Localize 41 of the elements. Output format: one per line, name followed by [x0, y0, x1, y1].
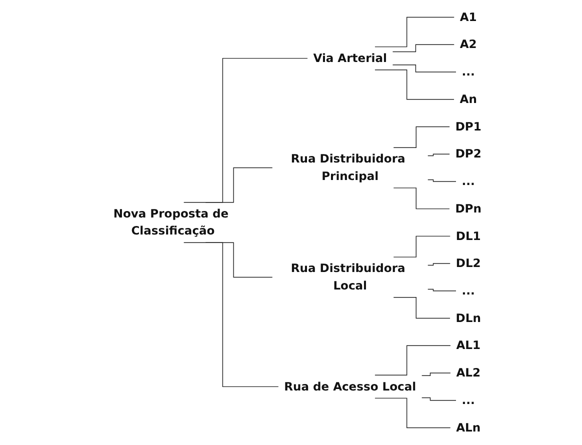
node-text: DPn — [455, 202, 482, 216]
node-text: DLn — [456, 311, 481, 325]
connector — [427, 179, 456, 182]
connector — [393, 126, 450, 148]
node-text: DL1 — [456, 228, 481, 243]
connector — [374, 345, 451, 376]
node-text: Rua Distribuidora Local — [290, 261, 406, 292]
connector — [392, 44, 454, 52]
node-text: An — [460, 92, 477, 106]
connector — [374, 398, 450, 428]
node-text: Nova Proposta de Classificação — [113, 206, 228, 238]
node-text: Rua de Acesso Local — [284, 379, 416, 394]
connector — [393, 188, 450, 210]
connector — [374, 16, 454, 48]
node-text: ALn — [456, 420, 480, 434]
connector — [374, 69, 454, 100]
node-text: ... — [462, 64, 475, 78]
node-text: Via Arterial — [313, 51, 387, 65]
connector — [205, 167, 272, 203]
connector — [427, 288, 456, 292]
node-text: DP2 — [455, 146, 482, 161]
node-text: Rua Distribuidora Principal — [290, 152, 406, 183]
connector — [183, 242, 279, 388]
connector — [393, 236, 450, 258]
connector — [421, 397, 456, 401]
connector — [421, 372, 451, 376]
node-text: DP1 — [455, 120, 482, 134]
node-text: ... — [462, 174, 475, 188]
connector — [427, 263, 450, 266]
connector — [183, 58, 308, 203]
node-text: A2 — [460, 37, 477, 52]
connector — [427, 154, 450, 156]
node-text: AL1 — [456, 338, 480, 352]
node-text: A1 — [460, 10, 477, 24]
node-text: ... — [462, 393, 475, 407]
connector — [393, 297, 450, 319]
connector — [392, 64, 456, 72]
node-text: ... — [462, 284, 475, 298]
tree-diagram: Nova Proposta de Classificação Via Arterial A1 A2 ... An Rua Distribuidora Principal DP1 DP2 ... DPn Rua Distribuidora Local DL1 DL2 ... DLn Rua de Acesso Local AL1 AL2 ... ALn — [10, 0, 572, 445]
node-text: AL2 — [456, 366, 480, 380]
node-text: DL2 — [456, 256, 481, 270]
